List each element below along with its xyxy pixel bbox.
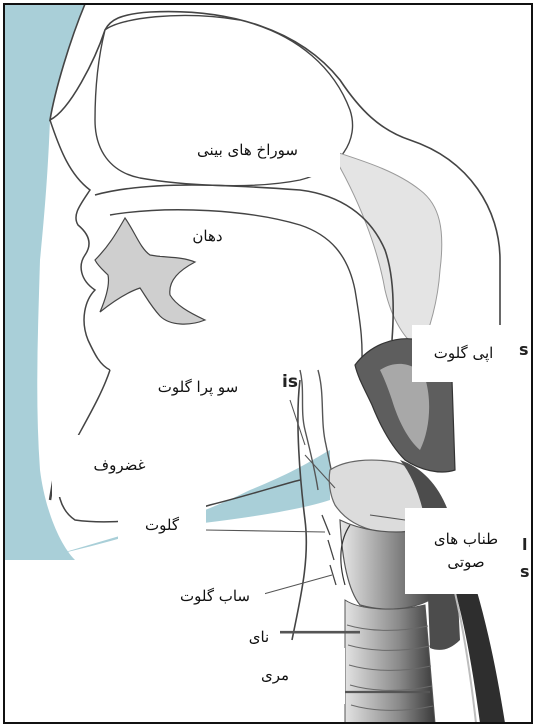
label-glottis: گلوت bbox=[118, 505, 206, 547]
fragment-l-vocal: l bbox=[522, 535, 527, 554]
label-vocal-cords-line1: طناب های bbox=[434, 528, 498, 551]
label-mouth: دهان bbox=[160, 218, 255, 256]
label-supraglottis: سو پرا گلوت bbox=[118, 365, 278, 410]
fragment-is: is bbox=[282, 372, 298, 392]
label-subglottis: ساب گلوت bbox=[165, 578, 265, 616]
fragment-s-epiglottis: s bbox=[519, 340, 529, 359]
trachea-tube bbox=[345, 600, 435, 723]
fragment-s-vocal: s bbox=[520, 562, 530, 581]
label-vocal-cords-line2: صوتی bbox=[447, 551, 484, 574]
label-nostrils: سوراخ های بینی bbox=[155, 125, 340, 177]
label-epiglottis: اپی گلوت bbox=[412, 325, 515, 382]
label-esophagus: مری bbox=[205, 648, 345, 704]
label-vocal-cords: طناب های صوتی bbox=[405, 508, 527, 594]
label-cartilage: غضروف bbox=[52, 435, 187, 497]
